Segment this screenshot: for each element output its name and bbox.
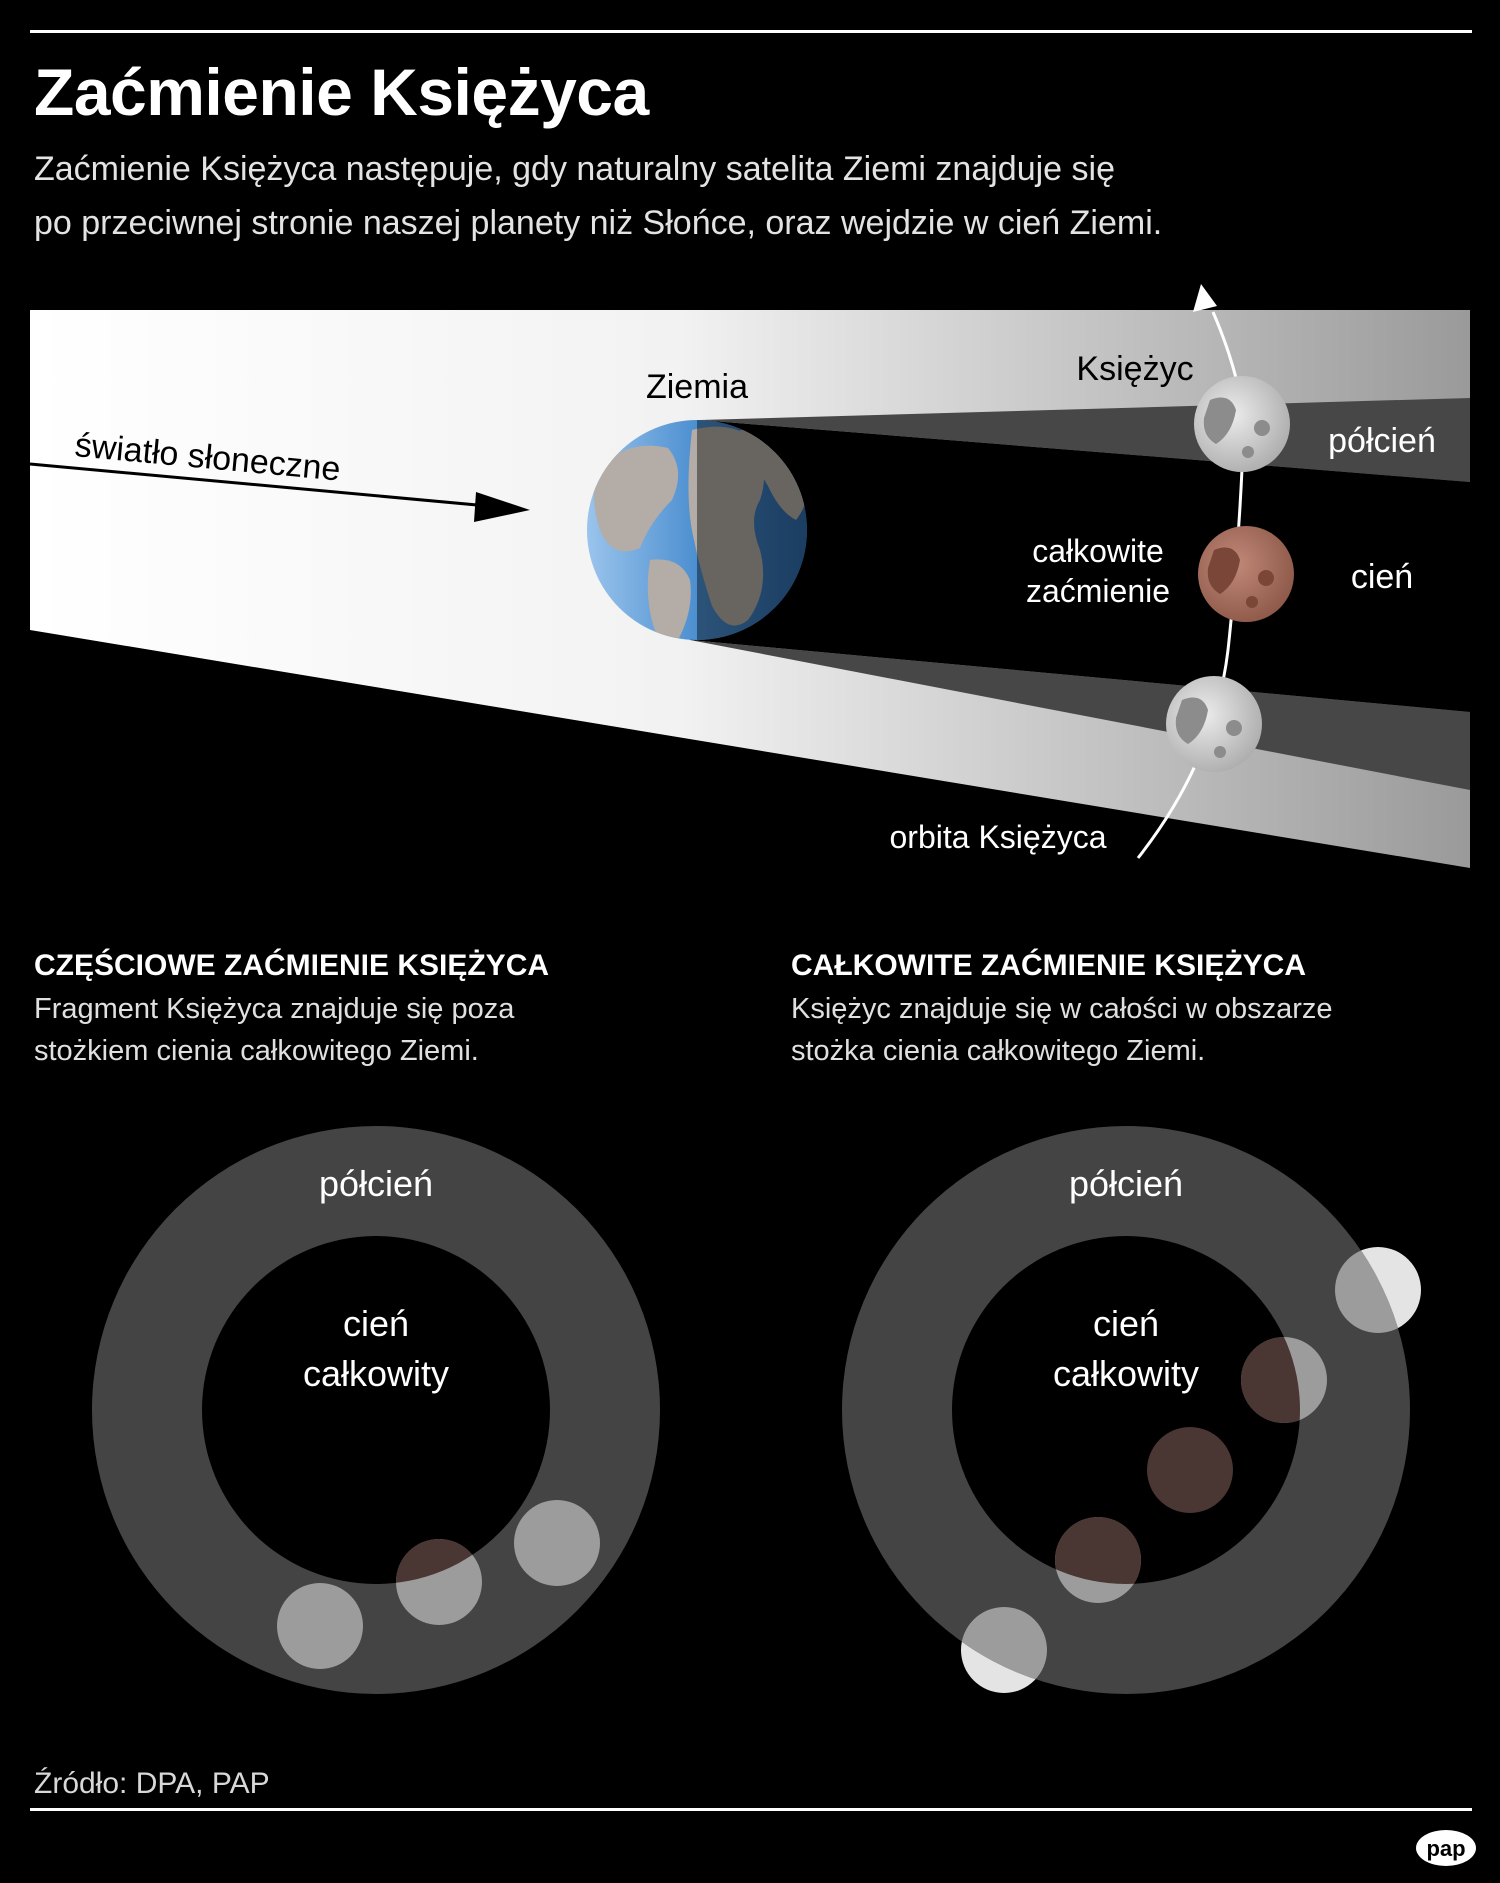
moon-lower [1166, 676, 1262, 772]
earth-label: Ziemia [646, 368, 748, 406]
total-text-1: Księżyc znajduje się w całości w obszarz… [791, 993, 1333, 1025]
moon-eclipsed [1198, 526, 1294, 622]
umbra-label: cień [1351, 558, 1413, 596]
total-eclipse-label-2: zaćmienie [1026, 573, 1170, 609]
sunlight-arrow-line [29, 462, 489, 508]
partial-text-2: stożkiem cienia całkowitego Ziemi. [34, 1035, 479, 1067]
orbit-label: orbita Księżyca [890, 819, 1107, 855]
pap-logo-text: pap [1426, 1836, 1465, 1861]
penumbra-lower [690, 640, 1470, 790]
partial-moon-right [514, 1500, 600, 1586]
total-moon-upper [1241, 1337, 1327, 1423]
moon-label: Księżyc [1076, 350, 1193, 388]
total-text-2: stożka cienia całkowitego Ziemi. [791, 1035, 1206, 1067]
total-moon-top-right [1335, 1247, 1421, 1333]
total-eclipse-diagram: półcień cień całkowity [842, 1126, 1421, 1694]
partial-heading: CZĘŚCIOWE ZAĆMIENIE KSIĘŻYCA [34, 949, 550, 982]
page-title: Zaćmienie Księżyca [34, 55, 649, 129]
partial-eclipse-diagram: półcień cień całkowity [92, 1126, 660, 1694]
bottom-rule [30, 1808, 1472, 1811]
penumbra-label: półcień [1328, 422, 1436, 460]
partial-moon-middle [396, 1539, 482, 1625]
total-heading: CAŁKOWITE ZAĆMIENIE KSIĘŻYCA [791, 949, 1306, 982]
pap-logo: pap [1416, 1830, 1476, 1866]
moon-upper [1194, 376, 1290, 472]
total-moon-lower [1055, 1517, 1141, 1603]
lead-line-2: po przeciwnej stronie naszej planety niż… [34, 204, 1163, 242]
total-umbra-label-2: całkowity [1053, 1353, 1199, 1394]
partial-moon-left [277, 1583, 363, 1669]
sunlight-arrowhead [474, 492, 530, 522]
shadow-diagram: światło słoneczne Ziemia Księżyc półcień… [29, 284, 1470, 868]
lead-line-1: Zaćmienie Księżyca następuje, gdy natura… [34, 150, 1115, 188]
umbra-cone [690, 420, 1470, 712]
partial-umbra-disc [202, 1236, 550, 1584]
partial-umbra-label-1: cień [343, 1303, 409, 1344]
orbit-arrowhead [1193, 284, 1217, 312]
top-rule [30, 30, 1472, 33]
total-eclipse-label-1: całkowite [1032, 533, 1164, 569]
total-penumbra-label: półcień [1069, 1163, 1183, 1204]
partial-penumbra-label: półcień [319, 1163, 433, 1204]
partial-text-1: Fragment Księżyca znajduje się poza [34, 993, 515, 1025]
source-credit: Źródło: DPA, PAP [34, 1767, 270, 1800]
partial-umbra-label-2: całkowity [303, 1353, 449, 1394]
total-moon-bottom-left [961, 1607, 1047, 1693]
total-umbra-label-1: cień [1093, 1303, 1159, 1344]
total-moon-center [1147, 1427, 1233, 1513]
